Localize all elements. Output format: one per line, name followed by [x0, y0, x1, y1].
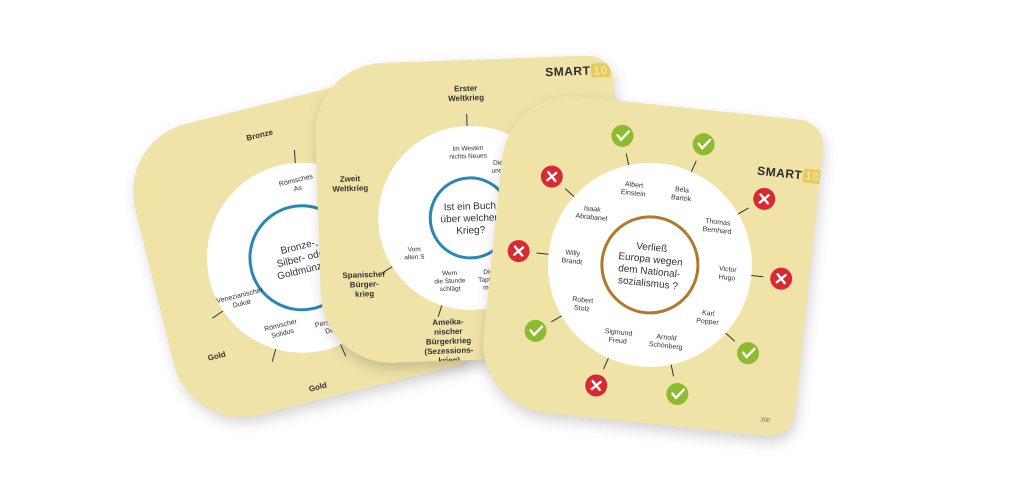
cross-icon	[507, 240, 530, 263]
answer-tick	[603, 357, 609, 370]
answer-label: VictorHugo	[718, 265, 738, 282]
answer-outer-label: Gold	[207, 350, 227, 363]
cross-icon	[540, 165, 563, 188]
answer-outer-label: ZweitWeltkrieg	[332, 174, 369, 194]
cross-icon	[770, 267, 793, 290]
answer-label: ThomasBernhard	[702, 218, 732, 236]
answer-outer-label: Ameika-nischerBürgerkrieg(Sezessions-kri…	[423, 317, 474, 365]
answer-label: Im Westennichts Neues	[449, 145, 488, 161]
card-exile-question: VerließEuropa wegendem National-sozialis…	[476, 89, 826, 439]
check-icon	[666, 383, 689, 406]
answer-label: IsaakAbrabanel	[575, 204, 609, 223]
card-exile-drawing: VerließEuropa wegendem National-sozialis…	[507, 124, 793, 406]
answer-label: AlbertEinstein	[620, 181, 646, 199]
answer-tick	[340, 344, 347, 357]
answer-outer-label: Gold	[308, 380, 328, 393]
answer-label: Vomalten S	[404, 246, 425, 262]
answer-tick	[550, 315, 562, 323]
question-ring	[600, 215, 700, 315]
question-text: VerließEuropa wegendem National-sozialis…	[615, 239, 684, 292]
answer-tick	[437, 305, 443, 317]
check-icon	[524, 319, 547, 342]
answer-tick	[564, 188, 575, 198]
answer-tick	[725, 332, 735, 342]
answer-tick	[670, 364, 675, 377]
check-icon	[692, 133, 715, 156]
answer-tick	[212, 310, 224, 319]
answer-outer-label: SpanischerBürger-krieg	[342, 270, 386, 300]
answer-label: WillyBrandt	[561, 249, 583, 266]
question-text: Ist ein Buchüber welchenKrieg?	[440, 200, 501, 237]
answer-outer-label: Bronze	[245, 127, 274, 142]
answer-tick	[625, 153, 630, 166]
answer-label: KarlPopper	[696, 309, 721, 327]
answer-tick	[737, 207, 749, 215]
page-code: 300	[759, 417, 771, 425]
cross-icon	[753, 187, 776, 210]
check-icon	[611, 124, 634, 147]
answer-label: ArnoldSchönberg	[648, 333, 683, 352]
cross-icon	[585, 374, 608, 397]
answer-label: SigmundFreud	[604, 328, 633, 346]
answer-tick	[690, 160, 697, 172]
answer-tick	[381, 266, 393, 274]
answer-label: RobertStolz	[571, 296, 594, 314]
answer-outer-label: ErsterWeltkrieg	[448, 83, 485, 103]
check-icon	[736, 342, 759, 365]
answer-label: Wemdie Stundeschlägt	[434, 270, 466, 294]
answer-label: BélaBartók	[671, 186, 693, 203]
answer-tick	[536, 252, 549, 255]
answer-tick	[271, 348, 277, 362]
answer-tick	[751, 275, 764, 278]
answer-tick	[293, 149, 296, 164]
